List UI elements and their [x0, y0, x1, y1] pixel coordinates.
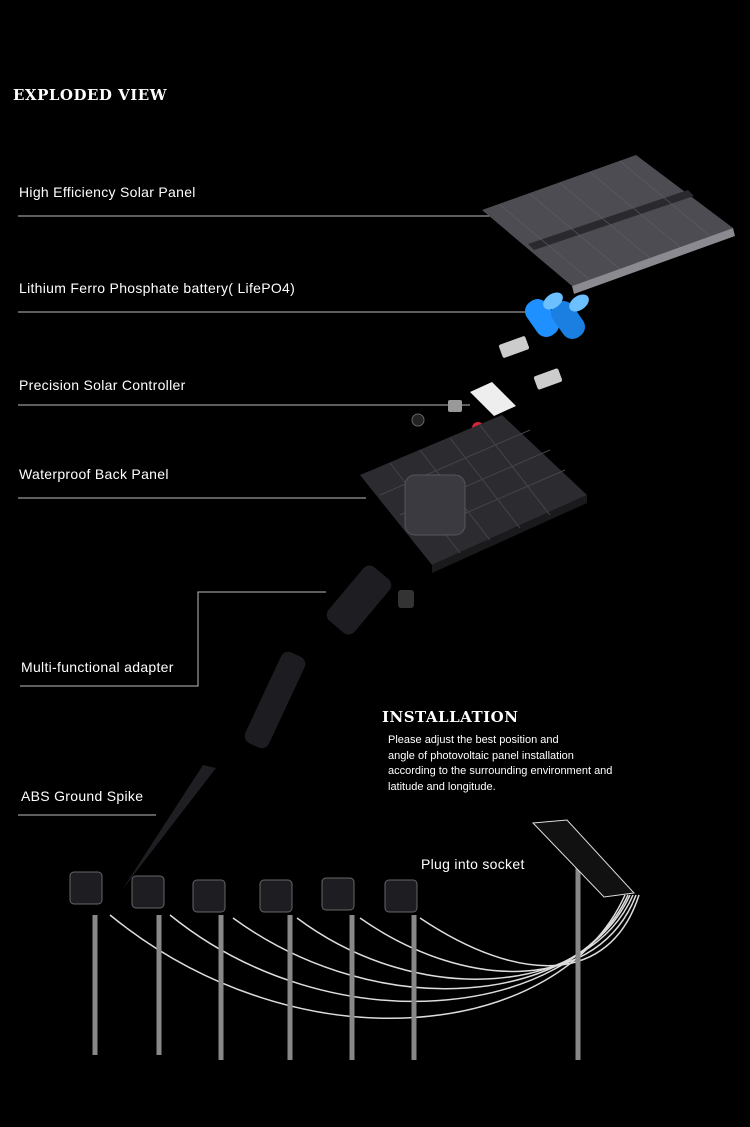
- part-label-battery: Lithium Ferro Phosphate battery( LifePO4…: [19, 280, 296, 296]
- installation-line: Please adjust the best position and: [388, 734, 559, 746]
- part-label-controller: Precision Solar Controller: [19, 377, 186, 393]
- adapter-icon: [326, 565, 414, 635]
- terminal-clip-icon: [499, 336, 563, 390]
- installation-description: Please adjust the best position and angl…: [388, 733, 658, 795]
- solar-panel-icon: [482, 155, 735, 294]
- leader-lines: [18, 215, 528, 816]
- ground-spike-icon: [122, 765, 216, 890]
- installation-lights: [69, 819, 640, 1060]
- installation-line: according to the surrounding environment…: [388, 765, 613, 777]
- battery-icon: [525, 292, 589, 339]
- part-label-adapter: Multi-functional adapter: [21, 659, 174, 675]
- installation-title: INSTALLATION: [382, 708, 519, 726]
- installation-line: angle of photovoltaic panel installation: [388, 749, 574, 762]
- part-label-ground-spike: ABS Ground Spike: [21, 788, 144, 804]
- part-label-back-panel: Waterproof Back Panel: [19, 466, 169, 482]
- socket-label: Plug into socket: [421, 856, 525, 872]
- spike-tube-icon: [244, 651, 306, 749]
- installation-line: latitude and longitude.: [388, 780, 496, 793]
- part-label-solar-panel: High Efficiency Solar Panel: [19, 184, 196, 200]
- exploded-view-title: EXPLODED VIEW: [13, 86, 168, 104]
- back-panel-icon: [360, 415, 587, 573]
